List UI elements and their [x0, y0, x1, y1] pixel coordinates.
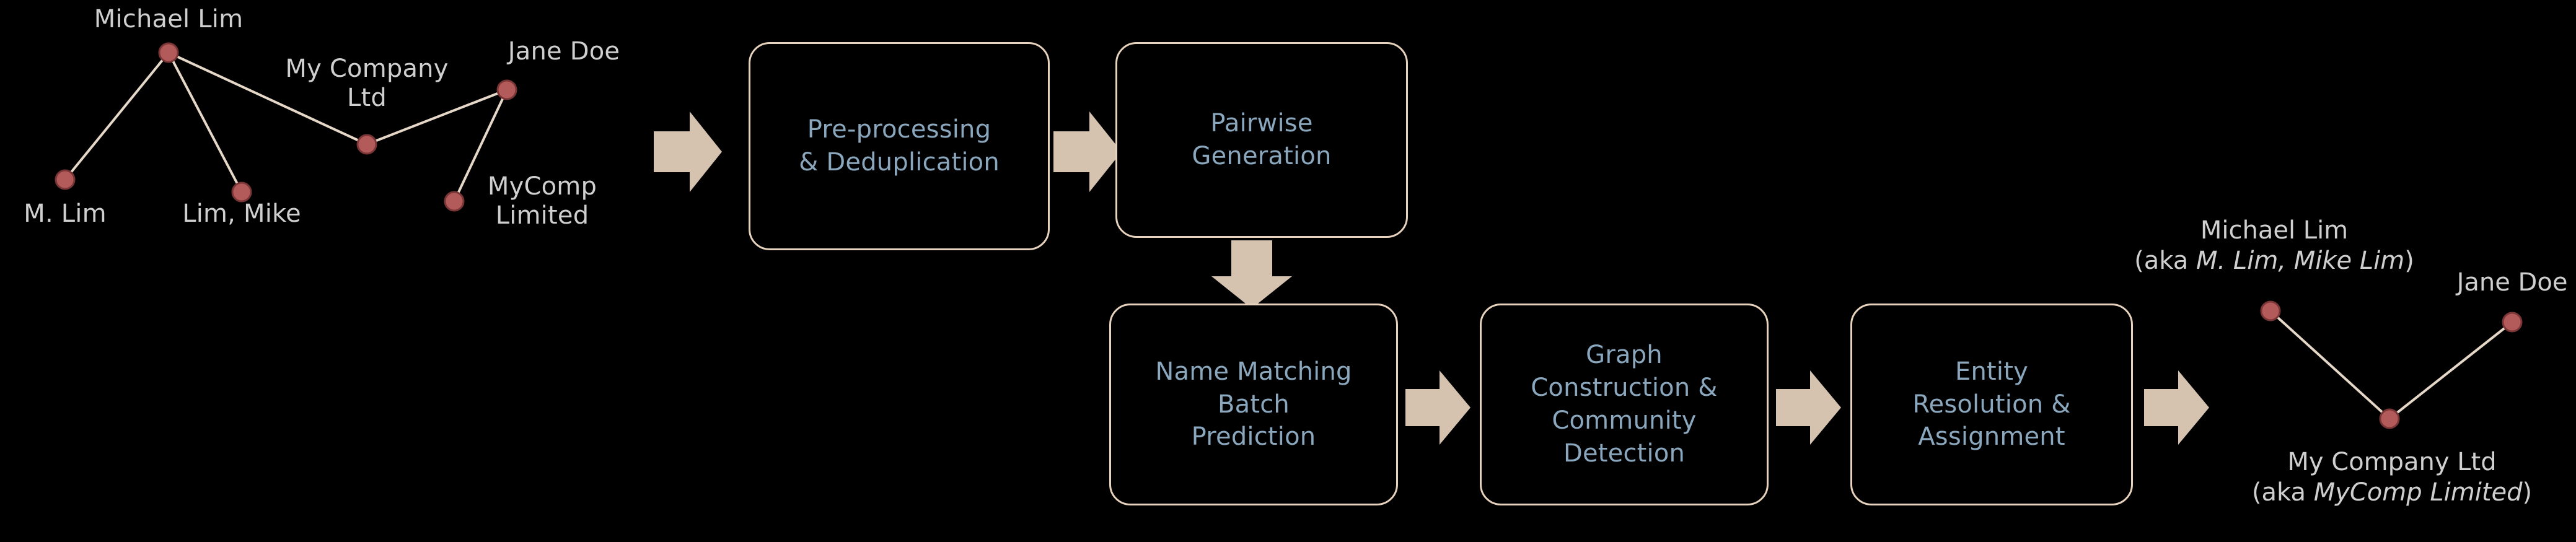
output-label-my-company-ltd: My Company Ltd (aka MyComp Limited) [2212, 447, 2572, 508]
output-label-michael-lim-name: Michael Lim [2200, 216, 2349, 245]
input-node-label-jane-doe: Jane Doe [508, 37, 620, 66]
input-node-label-michael-lim: Michael Lim [94, 5, 244, 33]
stage-box-graph-construction[interactable]: Graph Construction & Community Detection [1480, 304, 1769, 505]
stage-box-pairwise-generation[interactable]: Pairwise Generation [1115, 42, 1408, 238]
arrow-input-to-preprocessing [654, 111, 722, 192]
stage-box-preprocessing[interactable]: Pre-processing & Deduplication [749, 42, 1050, 250]
input-node-label-mycomp-limited: MyComp Limited [487, 172, 597, 230]
input-node-label-lim-mike: Lim, Mike [182, 199, 301, 228]
input-node-label-m-lim: M. Lim [24, 199, 107, 228]
input-node-label-my-company-ltd: My Company Ltd [285, 55, 449, 113]
arrow-graph-to-entity-resolution [1776, 370, 1841, 445]
arrow-preprocessing-to-pairwise [1053, 111, 1122, 192]
output-graph-edges [2269, 310, 2513, 420]
output-label-michael-lim-aka-prefix: (aka [2134, 246, 2196, 275]
output-label-my-company-aka-prefix: (aka [2251, 478, 2314, 507]
output-graph-nodes [2260, 300, 2523, 429]
output-label-jane-doe: Jane Doe [2456, 268, 2568, 297]
arrow-pairwise-to-name-matching [1211, 240, 1292, 308]
arrow-name-matching-to-graph [1405, 370, 1470, 445]
stage-box-entity-resolution[interactable]: Entity Resolution & Assignment [1850, 304, 2133, 505]
output-label-my-company-aka-suffix: ) [2522, 478, 2533, 507]
output-label-michael-lim-aka-alias: M. Lim, Mike Lim [2196, 246, 2405, 275]
output-label-michael-lim: Michael Lim (aka M. Lim, Mike Lim) [2095, 216, 2454, 276]
arrow-entity-resolution-to-output [2144, 370, 2209, 445]
stage-box-name-matching[interactable]: Name Matching Batch Prediction [1109, 304, 1398, 505]
output-label-my-company-name: My Company Ltd [2287, 448, 2497, 476]
output-label-michael-lim-aka-suffix: ) [2404, 246, 2414, 275]
output-label-my-company-aka-alias: MyComp Limited [2313, 478, 2523, 507]
